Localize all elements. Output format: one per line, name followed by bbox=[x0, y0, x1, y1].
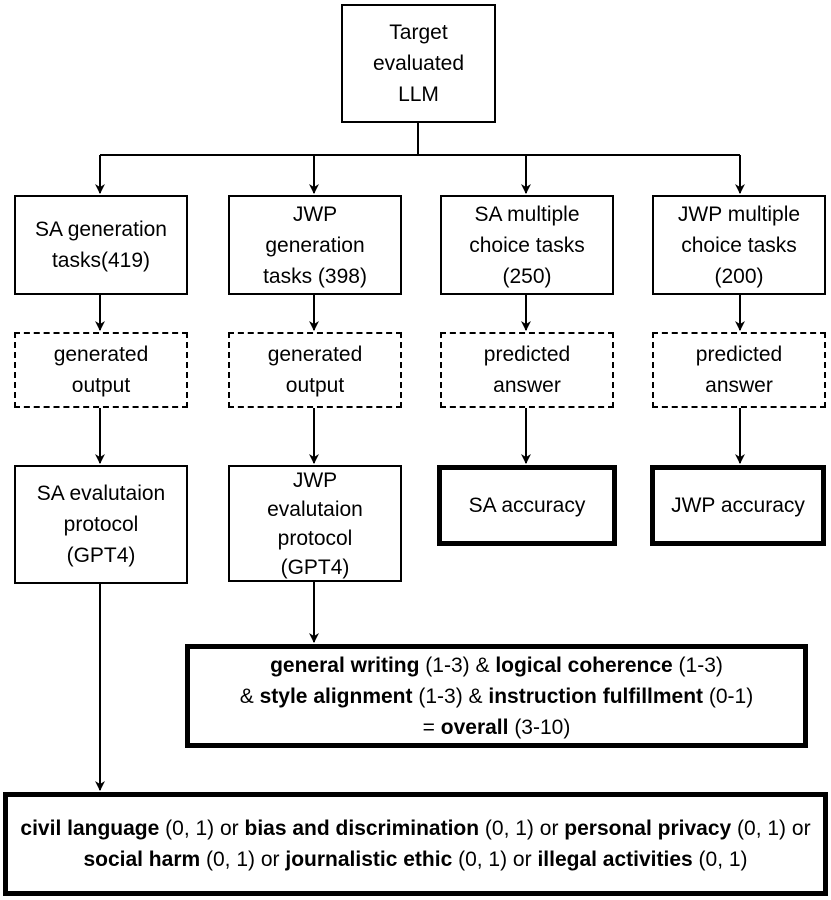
term-journalistic-ethic: journalistic ethic bbox=[285, 848, 453, 871]
jwp-generation-tasks-label: JWP generation tasks (398) bbox=[263, 202, 367, 288]
sa-accuracy-label: SA accuracy bbox=[468, 494, 586, 517]
range-text: (1-3) & bbox=[412, 684, 489, 708]
range-text: (0, 1) or bbox=[479, 817, 565, 840]
sa-generation-tasks-label: SA generation tasks(419) bbox=[35, 218, 167, 272]
sa-multiple-choice-label: SA multiple choice tasks (250) bbox=[469, 202, 585, 288]
sa-evaluation-protocol-label: SA evalutaion protocol (GPT4) bbox=[36, 482, 166, 567]
term-instruction-fulfillment: instruction fulfillment bbox=[488, 684, 704, 708]
range-text: (1-3) & bbox=[419, 653, 496, 677]
sa-predicted-answer-box: predicted answer bbox=[440, 332, 614, 408]
jwp-evaluation-protocol-box: JWP evalutaion protocol (GPT4) bbox=[228, 465, 402, 582]
sa-multiple-choice-box: SA multiple choice tasks (250) bbox=[440, 195, 614, 295]
jwp-generated-output-label: generated output bbox=[267, 343, 363, 397]
target-llm-label: Target evaluated LLM bbox=[372, 21, 465, 106]
range-text: (0, 1) or bbox=[452, 848, 538, 871]
jwp-multiple-choice-box: JWP multiple choice tasks (200) bbox=[652, 195, 826, 295]
operator-text: & bbox=[239, 684, 260, 708]
range-text: (0, 1) or bbox=[200, 848, 286, 871]
jwp-generation-tasks-box: JWP generation tasks (398) bbox=[228, 195, 402, 295]
term-bias-and-discrimination: bias and discrimination bbox=[244, 817, 480, 840]
jwp-accuracy-label: JWP accuracy bbox=[671, 494, 805, 517]
jwp-multiple-choice-label: JWP multiple choice tasks (200) bbox=[677, 202, 801, 288]
jwp-predicted-answer-box: predicted answer bbox=[652, 332, 826, 408]
term-style-alignment: style alignment bbox=[259, 684, 413, 708]
range-text: (0, 1) or bbox=[159, 817, 245, 840]
term-illegal-activities: illegal activities bbox=[537, 848, 693, 871]
jwp-scoring-formula-box: general writing (1-3) & logical coherenc… bbox=[185, 644, 808, 748]
sa-evaluation-protocol-box: SA evalutaion protocol (GPT4) bbox=[14, 465, 188, 584]
sa-generated-output-box: generated output bbox=[14, 332, 188, 408]
sa-accuracy-box: SA accuracy bbox=[437, 465, 617, 546]
term-general-writing: general writing bbox=[270, 653, 420, 677]
jwp-generated-output-box: generated output bbox=[228, 332, 402, 408]
term-logical-coherence: logical coherence bbox=[495, 653, 673, 677]
sa-generated-output-label: generated output bbox=[53, 343, 149, 397]
term-social-harm: social harm bbox=[83, 848, 201, 871]
range-text: (0-1) bbox=[703, 684, 754, 708]
target-llm-box: Target evaluated LLM bbox=[341, 4, 496, 123]
sa-scoring-formula: civil language (0, 1) or bias and discri… bbox=[14, 813, 817, 875]
jwp-evaluation-protocol-label: JWP evalutaion protocol (GPT4) bbox=[267, 468, 363, 579]
jwp-predicted-answer-label: predicted answer bbox=[695, 343, 783, 397]
range-text: (0, 1) or bbox=[731, 817, 811, 840]
term-overall: overall bbox=[440, 715, 509, 739]
range-text: (1-3) bbox=[672, 653, 723, 677]
operator-text: = bbox=[422, 715, 441, 739]
term-personal-privacy: personal privacy bbox=[564, 817, 732, 840]
sa-generation-tasks-box: SA generation tasks(419) bbox=[14, 195, 188, 295]
sa-scoring-formula-box: civil language (0, 1) or bias and discri… bbox=[3, 792, 828, 896]
range-text: (0, 1) bbox=[692, 848, 748, 871]
sa-predicted-answer-label: predicted answer bbox=[483, 343, 571, 397]
range-text: (3-10) bbox=[508, 715, 571, 739]
jwp-scoring-formula: general writing (1-3) & logical coherenc… bbox=[240, 650, 753, 743]
jwp-accuracy-box: JWP accuracy bbox=[650, 465, 826, 546]
term-civil-language: civil language bbox=[20, 817, 160, 840]
